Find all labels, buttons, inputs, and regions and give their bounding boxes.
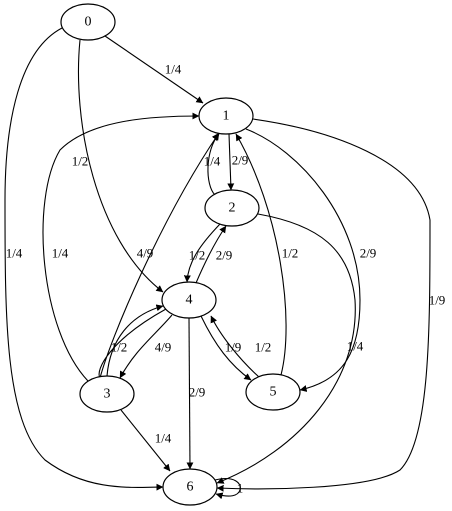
node-ellipse-0: [60, 3, 116, 41]
node-6: 6: [162, 468, 218, 506]
edge-label-3-6: 1/4: [155, 431, 172, 446]
edge-1-6: [216, 118, 431, 492]
node-ellipse-4: [161, 281, 217, 319]
node-1: 1: [198, 97, 254, 135]
edge-1-2: [227, 133, 235, 191]
edge-label-0-1: 1/4: [165, 62, 182, 77]
node-ellipse-5: [245, 373, 301, 411]
node-label-1: 1: [223, 109, 230, 124]
edge-label-2-6: 1/4: [347, 339, 364, 354]
node-5: 5: [245, 373, 301, 411]
node-0: 0: [60, 3, 116, 41]
edge-4-3: [119, 314, 173, 379]
node-label-2: 2: [229, 201, 236, 216]
node-ellipse-1: [198, 97, 254, 135]
node-label-5: 5: [270, 385, 277, 400]
edge-4-2: [195, 225, 227, 284]
nodes-layer: 0 1 2 3 4 5 6: [60, 3, 301, 506]
edge-0-6: [4, 27, 164, 491]
edge-2-4: [183, 223, 221, 283]
edge-label-2-4: 1/2: [189, 248, 206, 263]
edge-label-4-6: 2/9: [189, 385, 206, 400]
edge-labels-layer: 1/4 1/2 1/4 2/9 2/9 1/9 1/4 1/2 1/4 1/4 1/2 1/4 4/9 2…: [6, 62, 446, 496]
node-label-3: 3: [104, 387, 111, 402]
edge-0-4: [77, 39, 164, 293]
node-4: 4: [161, 281, 217, 319]
node-label-4: 4: [186, 293, 193, 308]
edge-1-5: [245, 128, 361, 392]
edge-3-1: [42, 112, 200, 382]
edge-label-4-3: 4/9: [155, 340, 172, 355]
edge-5-1: [235, 133, 287, 376]
edge-label-6-6: 1: [237, 481, 244, 496]
edge-label-3-4: 1/2: [111, 340, 128, 355]
edge-4-1: [98, 132, 220, 380]
edge-label-5-4: 1/2: [255, 340, 272, 355]
edge-label-2-1: 1/4: [204, 154, 221, 169]
edge-5-4: [210, 315, 260, 378]
node-ellipse-2: [204, 189, 260, 227]
edge-3-6: [120, 409, 171, 472]
edge-2-6: [216, 213, 356, 484]
edge-label-1-5: 2/9: [360, 246, 377, 261]
node-2: 2: [204, 189, 260, 227]
edge-label-5-1: 1/2: [282, 246, 299, 261]
edge-label-1-2: 2/9: [232, 153, 249, 168]
edge-label-1-6: 1/9: [429, 293, 446, 308]
node-ellipse-6: [162, 468, 218, 506]
edge-label-0-4: 1/2: [72, 154, 89, 169]
edge-3-4: [106, 304, 164, 377]
edge-label-4-5: 1/9: [225, 340, 242, 355]
edge-label-3-1: 1/4: [52, 246, 69, 261]
edges-layer: [4, 27, 431, 500]
edge-4-6: [186, 317, 194, 470]
edge-6-6: [214, 478, 241, 500]
edge-label-0-6: 1/4: [6, 246, 23, 261]
edge-0-1: [104, 35, 204, 104]
node-label-0: 0: [85, 15, 92, 30]
node-label-6: 6: [187, 480, 194, 495]
edge-label-4-2: 2/9: [216, 248, 233, 263]
edge-label-4-1: 4/9: [137, 246, 154, 261]
node-3: 3: [79, 375, 135, 413]
node-ellipse-3: [79, 375, 135, 413]
edge-4-5: [200, 315, 252, 381]
